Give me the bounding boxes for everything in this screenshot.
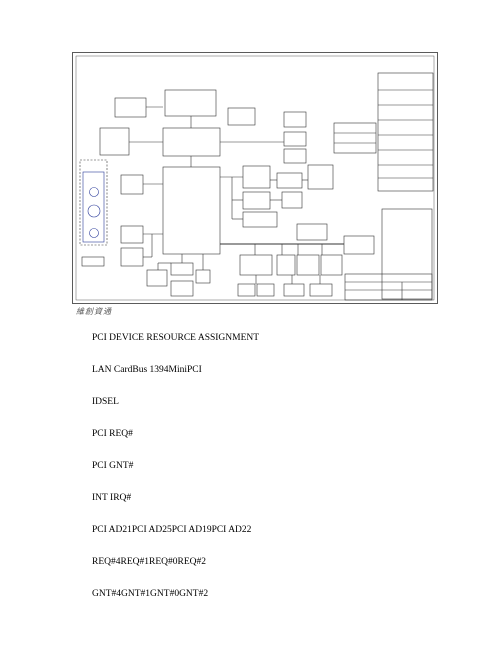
block-diagram-schematic xyxy=(72,52,438,304)
line-gnt: GNT#4GNT#1GNT#0GNT#2 xyxy=(92,589,209,599)
line-req: REQ#4REQ#1REQ#0REQ#2 xyxy=(92,557,206,567)
line-pci-req: PCI REQ# xyxy=(92,429,133,439)
box-clock xyxy=(114,97,147,118)
line-pci-gnt: PCI GNT# xyxy=(92,461,134,471)
box-south-bridge xyxy=(162,166,221,255)
company-caption: 維創資通 xyxy=(76,307,112,316)
line-pci-ad: PCI AD21PCI AD25PCI AD19PCI AD22 xyxy=(92,525,252,535)
box-cpu xyxy=(164,89,217,117)
heading-pci-device-resource: PCI DEVICE RESOURCE ASSIGNMENT xyxy=(92,333,260,343)
box-north-bridge xyxy=(162,127,221,157)
line-int-irq: INT IRQ# xyxy=(92,493,132,503)
box-memory xyxy=(99,127,130,156)
line-devices: LAN CardBus 1394MiniPCI xyxy=(92,365,202,375)
box-small-top xyxy=(227,107,256,126)
line-idsel: IDSEL xyxy=(92,397,119,407)
